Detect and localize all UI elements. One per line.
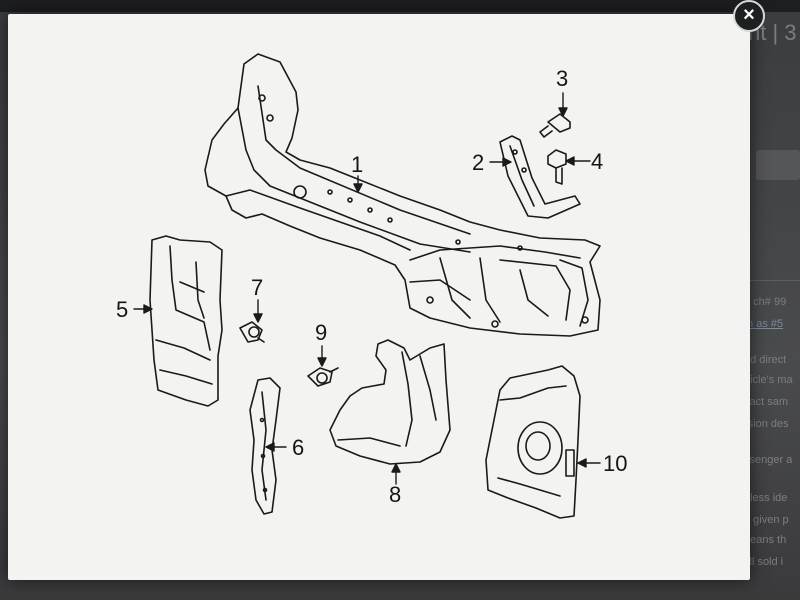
- parts-diagram: 1 2 3 4 5 6 7 8 9 10: [116, 53, 627, 519]
- splash-shield-part-10: [485, 365, 581, 519]
- background-text-line: hicle's ma: [744, 374, 793, 386]
- radiator-support-part: [204, 53, 601, 337]
- lightbox-panel: [8, 14, 750, 580]
- air-deflector-part: [149, 235, 223, 407]
- side-seal-part: [249, 377, 281, 515]
- background-text-line: o ch# 99: [744, 296, 787, 308]
- background-header: [0, 0, 800, 12]
- callout-4: 4: [591, 149, 603, 174]
- background-text-line: ed direct: [744, 354, 787, 366]
- close-lightbox-button[interactable]: ×: [733, 0, 765, 32]
- callout-6: 6: [292, 435, 304, 460]
- splash-shield-part-8: [329, 339, 451, 465]
- push-pin-part-9: [307, 367, 339, 387]
- background-text-line: n given p: [744, 514, 789, 526]
- push-pin-part-7: [239, 321, 265, 343]
- callout-9: 9: [315, 320, 327, 345]
- background-button: [756, 150, 800, 180]
- background-text-line: rsion des: [744, 418, 789, 430]
- background-text-line: xact sam: [744, 396, 789, 408]
- callout-10: 10: [603, 451, 627, 476]
- background-text-line: till sold i: [744, 556, 784, 568]
- bolt-part-3: [539, 113, 571, 138]
- callout-3: 3: [556, 66, 568, 91]
- background-divider: [740, 280, 800, 281]
- background-text-line: hless ide: [744, 492, 788, 504]
- background-link[interactable]: m as #5: [744, 318, 784, 330]
- callout-5: 5: [116, 297, 128, 322]
- callout-7: 7: [251, 275, 263, 300]
- bracket-part: [499, 135, 581, 219]
- close-icon: ×: [743, 4, 755, 26]
- background-text-line: neans th: [744, 534, 787, 546]
- bolt-part-4: [547, 149, 567, 185]
- leader-lines: [133, 92, 601, 485]
- callout-labels: 1 2 3 4 5 6 7 8 9 10: [116, 66, 627, 507]
- background-text-line: ssenger a: [744, 454, 793, 466]
- callout-8: 8: [389, 482, 401, 507]
- callout-2: 2: [472, 150, 484, 175]
- callout-1: 1: [351, 152, 363, 177]
